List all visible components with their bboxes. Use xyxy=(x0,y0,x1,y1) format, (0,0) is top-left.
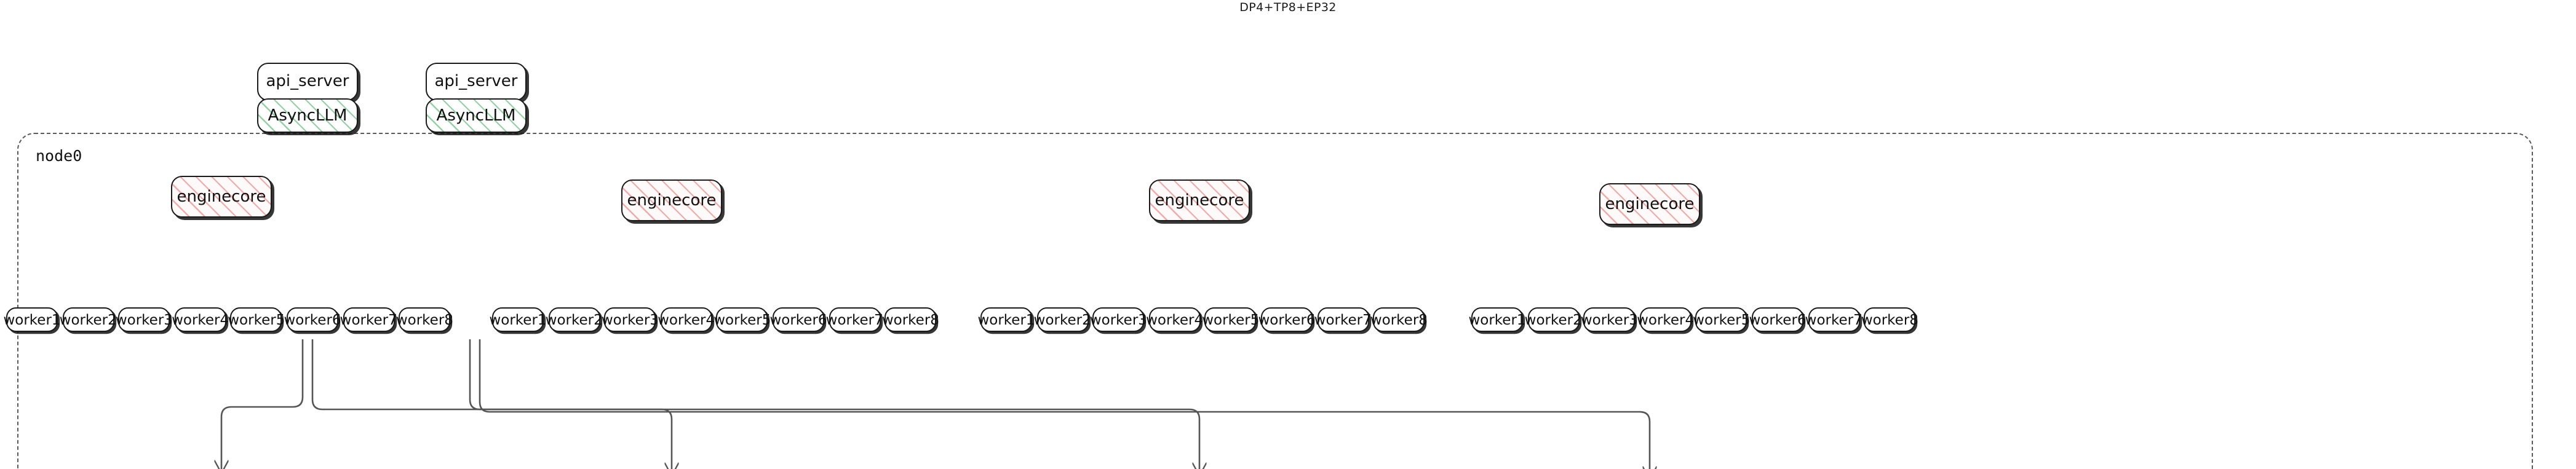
node-asyncllm-2[interactable]: AsyncLLM xyxy=(426,98,527,133)
node-worker-label: worker7 xyxy=(1805,311,1862,328)
node-worker-g3-1[interactable]: worker1 xyxy=(977,307,1035,332)
node-worker-g2-6[interactable]: worker6 xyxy=(769,307,827,332)
node-worker-g1-8[interactable]: worker8 xyxy=(396,307,453,332)
node-asyncllm-1[interactable]: AsyncLLM xyxy=(257,98,358,133)
node-worker-label: worker4 xyxy=(1146,311,1204,328)
node-worker-label: worker8 xyxy=(881,311,939,328)
node-enginecore-4-label: enginecore xyxy=(1605,195,1695,213)
node-worker-g1-1[interactable]: worker1 xyxy=(3,307,61,332)
cluster-node0-label: node0 xyxy=(36,146,82,165)
node-worker-g2-3[interactable]: worker3 xyxy=(601,307,659,332)
node-worker-label: worker7 xyxy=(1314,311,1372,328)
node-worker-g3-4[interactable]: worker4 xyxy=(1146,307,1204,332)
node-worker-label: worker6 xyxy=(284,311,341,328)
node-worker-label: worker5 xyxy=(714,311,771,328)
node-worker-g4-1[interactable]: worker1 xyxy=(1468,307,1526,332)
node-enginecore-1[interactable]: enginecore xyxy=(171,176,272,218)
node-worker-g2-1[interactable]: worker1 xyxy=(489,307,547,332)
node-worker-label: worker5 xyxy=(1693,311,1751,328)
node-worker-g4-2[interactable]: worker2 xyxy=(1524,307,1582,332)
node-worker-label: worker2 xyxy=(1524,311,1582,328)
node-worker-label: worker1 xyxy=(1468,311,1526,328)
node-worker-label: worker4 xyxy=(1637,311,1695,328)
node-worker-g4-7[interactable]: worker7 xyxy=(1805,307,1862,332)
node-worker-g1-4[interactable]: worker4 xyxy=(172,307,229,332)
node-worker-g2-5[interactable]: worker5 xyxy=(714,307,771,332)
node-worker-label: worker4 xyxy=(172,311,229,328)
node-api-server-1[interactable]: api_server xyxy=(257,63,358,101)
node-worker-g3-2[interactable]: worker2 xyxy=(1033,307,1091,332)
node-worker-g2-8[interactable]: worker8 xyxy=(881,307,939,332)
node-worker-g3-7[interactable]: worker7 xyxy=(1314,307,1372,332)
node-worker-label: worker8 xyxy=(1370,311,1428,328)
node-enginecore-2-label: enginecore xyxy=(627,191,717,210)
node-worker-label: worker3 xyxy=(115,311,173,328)
node-worker-g4-5[interactable]: worker5 xyxy=(1693,307,1751,332)
node-worker-g4-4[interactable]: worker4 xyxy=(1637,307,1695,332)
node-asyncllm-2-label: AsyncLLM xyxy=(436,106,516,125)
node-worker-g1-7[interactable]: worker7 xyxy=(340,307,397,332)
node-worker-g3-8[interactable]: worker8 xyxy=(1370,307,1428,332)
node-enginecore-4[interactable]: enginecore xyxy=(1599,183,1700,225)
node-worker-label: worker1 xyxy=(977,311,1035,328)
node-worker-g2-7[interactable]: worker7 xyxy=(825,307,883,332)
node-worker-label: worker2 xyxy=(59,311,117,328)
node-worker-label: worker7 xyxy=(340,311,397,328)
node-worker-g3-3[interactable]: worker3 xyxy=(1089,307,1147,332)
node-worker-label: worker3 xyxy=(601,311,659,328)
node-worker-g2-4[interactable]: worker4 xyxy=(658,307,715,332)
node-worker-g2-2[interactable]: worker2 xyxy=(545,307,603,332)
node-worker-g4-8[interactable]: worker8 xyxy=(1861,307,1918,332)
node-api-server-1-label: api_server xyxy=(266,73,349,91)
node-worker-label: worker6 xyxy=(1258,311,1316,328)
node-enginecore-3-label: enginecore xyxy=(1155,191,1244,210)
page-title: DP4+TP8+EP32 xyxy=(1239,1,1337,15)
node-worker-g3-6[interactable]: worker6 xyxy=(1258,307,1316,332)
node-worker-label: worker1 xyxy=(3,311,61,328)
node-worker-label: worker8 xyxy=(1861,311,1918,328)
node-api-server-2[interactable]: api_server xyxy=(426,63,527,101)
node-worker-g1-5[interactable]: worker5 xyxy=(228,307,285,332)
node-enginecore-1-label: enginecore xyxy=(177,187,266,206)
node-enginecore-3[interactable]: enginecore xyxy=(1149,179,1250,221)
node-worker-g1-3[interactable]: worker3 xyxy=(115,307,173,332)
node-worker-g1-6[interactable]: worker6 xyxy=(284,307,341,332)
node-worker-label: worker8 xyxy=(396,311,453,328)
node-worker-label: worker3 xyxy=(1580,311,1638,328)
node-asyncllm-1-label: AsyncLLM xyxy=(268,106,348,125)
node-worker-g4-3[interactable]: worker3 xyxy=(1580,307,1638,332)
node-worker-label: worker6 xyxy=(769,311,827,328)
node-api-server-2-label: api_server xyxy=(434,73,518,91)
node-enginecore-2[interactable]: enginecore xyxy=(621,179,722,221)
node-worker-g4-6[interactable]: worker6 xyxy=(1749,307,1807,332)
node-worker-g1-2[interactable]: worker2 xyxy=(59,307,117,332)
cluster-node0: node0 xyxy=(17,133,2533,469)
node-worker-label: worker5 xyxy=(1202,311,1260,328)
node-worker-label: worker7 xyxy=(825,311,883,328)
node-worker-label: worker5 xyxy=(228,311,285,328)
node-worker-label: worker2 xyxy=(545,311,603,328)
node-worker-label: worker6 xyxy=(1749,311,1807,328)
node-worker-g3-5[interactable]: worker5 xyxy=(1202,307,1260,332)
node-worker-label: worker1 xyxy=(489,311,547,328)
node-worker-label: worker2 xyxy=(1033,311,1091,328)
node-worker-label: worker3 xyxy=(1089,311,1147,328)
node-worker-label: worker4 xyxy=(658,311,715,328)
